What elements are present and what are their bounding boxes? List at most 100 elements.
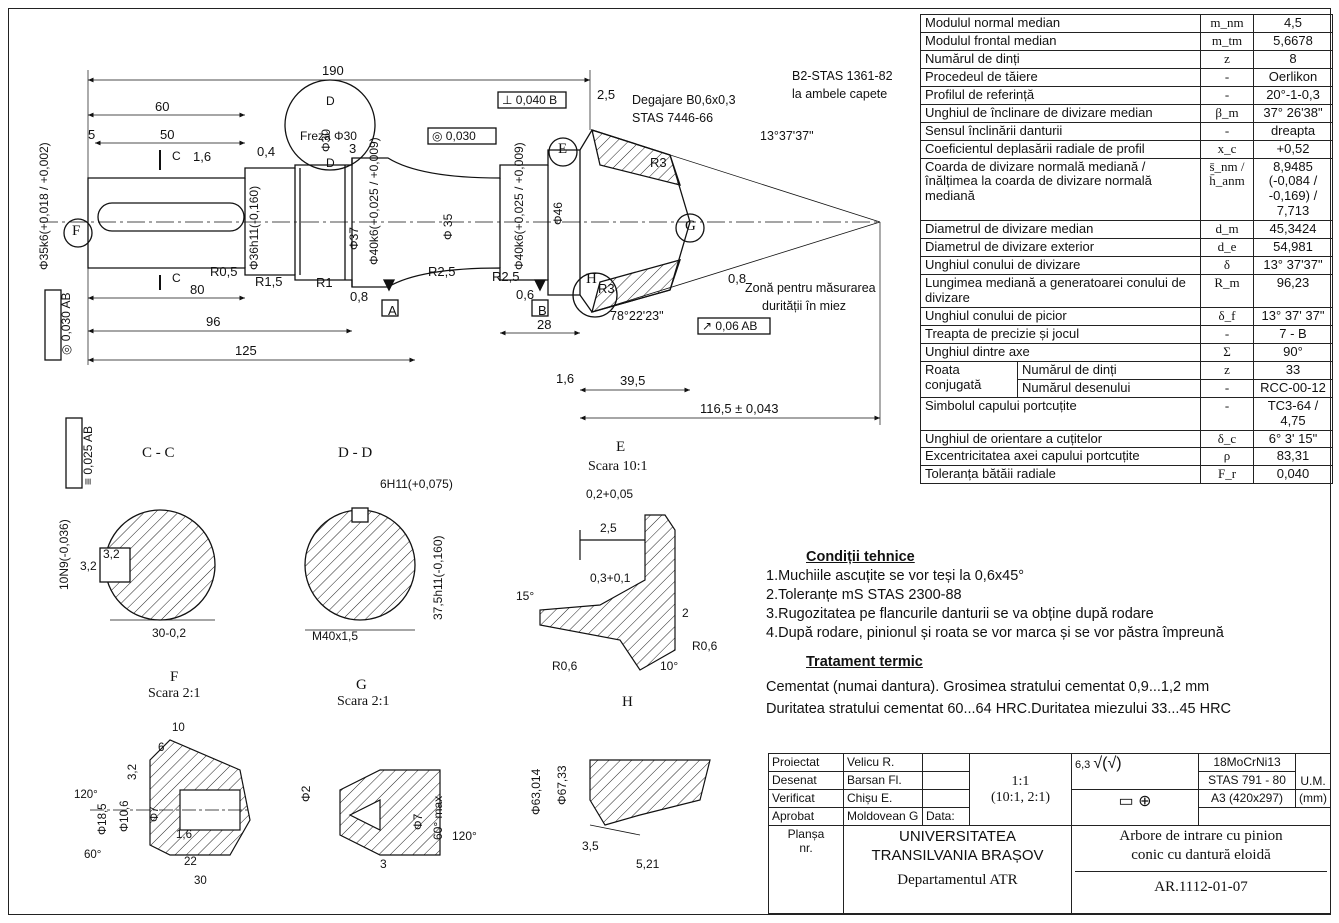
spec-row: Lungimea mediană a generatoarei conului … bbox=[920, 274, 1333, 308]
spec-value: 45,3424 bbox=[1253, 220, 1333, 240]
spec-label: Profilul de referință bbox=[920, 85, 1201, 105]
spec-label: Modulul frontal median bbox=[920, 31, 1201, 51]
dimension-label: R2,5 bbox=[492, 269, 520, 284]
frame-label: Frezà Φ30 bbox=[300, 129, 357, 143]
spec-label: Roata conjugată bbox=[920, 360, 1018, 398]
spec-value: RCC-00-12 bbox=[1253, 378, 1333, 398]
callout-label: 78°22'23" bbox=[610, 309, 664, 323]
spec-label: Lungimea mediană a generatoarei conului … bbox=[920, 274, 1201, 308]
section-dimension: 3,2 bbox=[80, 559, 97, 573]
section-dimension: 10° bbox=[660, 659, 679, 673]
spec-symbol: z bbox=[1200, 49, 1254, 69]
spec-row: Sensul înclinării danturii-dreapta bbox=[920, 121, 1333, 141]
section-title: D - D bbox=[338, 445, 373, 461]
name-aprobat: Moldovean G bbox=[843, 807, 923, 826]
callout-label: durității în miez bbox=[762, 299, 847, 313]
dimension-label: 28 bbox=[537, 317, 552, 332]
callout-label: STAS 7446-66 bbox=[632, 111, 714, 125]
tech-item-3: 3.Rugozitatea pe flancurile danturii se … bbox=[766, 606, 1154, 622]
section-dimension: 6 bbox=[158, 742, 165, 754]
spec-value: dreapta bbox=[1253, 121, 1333, 141]
spec-symbol: δ_c bbox=[1200, 429, 1254, 449]
paper-format: A3 (420x297) bbox=[1198, 789, 1296, 808]
callout-label: B2-STAS 1361-82 bbox=[792, 69, 893, 83]
tech-conditions-title: Condiții tehnice bbox=[806, 549, 915, 565]
tech-item-1: 1.Muchiile ascuțite se vor teși la 0,6x4… bbox=[766, 568, 1025, 584]
spec-value: 4,5 bbox=[1253, 14, 1333, 33]
spec-row: Profilul de referință-20°-1-0,3 bbox=[920, 85, 1333, 105]
section-dimension: M40x1,5 bbox=[312, 629, 359, 643]
dimension-label: 1,6 bbox=[193, 149, 212, 164]
section-dimension: 3,5 bbox=[582, 839, 599, 853]
dimension-label: 0,8 bbox=[728, 271, 747, 286]
section-dimension: 6H11(+0,075) bbox=[380, 477, 453, 491]
spec-symbol: - bbox=[1200, 396, 1254, 431]
section-dimension: R0,6 bbox=[692, 639, 718, 653]
spec-symbol: β_m bbox=[1200, 103, 1254, 123]
frame-label: D bbox=[326, 156, 335, 170]
spec-symbol: ρ bbox=[1200, 447, 1254, 467]
dimension-label: 0,8 bbox=[350, 289, 369, 304]
spec-label: Unghiul de orientare a cuțitelor bbox=[920, 429, 1201, 449]
spec-value: 5,6678 bbox=[1253, 31, 1333, 51]
sheet-label: Planșa bbox=[787, 827, 825, 841]
spec-row: Treapta de precizie și jocul-7 - B bbox=[920, 324, 1333, 344]
frame-label: C bbox=[172, 271, 181, 285]
tolerance-frame: ◎ 0,030 AB bbox=[59, 292, 73, 355]
university-line-1: UNIVERSITATEA bbox=[899, 828, 1016, 845]
spec-row: Numărul desenului-RCC-00-12 bbox=[921, 378, 1333, 398]
section-scale: Scara 2:1 bbox=[148, 686, 201, 701]
section-dimension: 15° bbox=[516, 589, 535, 603]
spec-row: Simbolul capului portcuțite-TC3-64 / 4,7… bbox=[920, 396, 1333, 431]
section-scale: Scara 2:1 bbox=[337, 694, 390, 709]
role-verificat: Verificat bbox=[768, 789, 844, 808]
dimension-label: 0,4 bbox=[257, 144, 276, 159]
role-proiectat: Proiectat bbox=[768, 753, 844, 772]
callout-label: la ambele capete bbox=[792, 87, 888, 101]
tech-item-4: 4.După rodare, pinionul și roata se vor … bbox=[766, 625, 1224, 641]
section-dimension: 22 bbox=[184, 856, 197, 868]
spec-label: Diametrul de divizare median bbox=[920, 220, 1201, 240]
dimension-label: 96 bbox=[206, 314, 221, 329]
role-desenat: Desenat bbox=[768, 771, 844, 790]
date-label: Data: bbox=[922, 807, 970, 826]
spec-row: Procedeul de tăiere-Oerlikon bbox=[920, 67, 1333, 87]
heat-treatment-title: Tratament termic bbox=[806, 654, 923, 670]
part-name-line-2: conic cu dantură eloidă bbox=[1131, 847, 1271, 863]
scale-main: 1:1 bbox=[1011, 773, 1030, 789]
heat-item-2: Duritatea stratului cementat 60...64 HRC… bbox=[766, 701, 1232, 717]
spec-value: 7 - B bbox=[1253, 324, 1333, 344]
projection-symbol-icon: ▭ ⊕ bbox=[1071, 789, 1199, 826]
dimension-label: 116,5 ± 0,043 bbox=[700, 401, 779, 416]
section-title: H bbox=[622, 694, 633, 710]
section-dimension: 1,6 bbox=[176, 829, 192, 841]
section-dimension: 120° bbox=[74, 789, 98, 801]
spec-row: Coeficientul deplasării radiale de profi… bbox=[920, 139, 1333, 159]
section-dimension: Φ7 bbox=[149, 806, 161, 822]
spec-label: Numărul desenului bbox=[1017, 378, 1201, 398]
section-dimension: Φ67,33 bbox=[555, 765, 569, 805]
detail-letter: G bbox=[685, 218, 696, 234]
dimension-label: 190 bbox=[322, 63, 344, 78]
section-dimension: 37,5h11(-0,160) bbox=[431, 535, 445, 620]
spec-label: Unghiul dintre axe bbox=[920, 342, 1201, 362]
section-dimension: 2,5 bbox=[600, 521, 617, 535]
spec-symbol: d_e bbox=[1200, 238, 1254, 258]
section-dimension: 30-0,2 bbox=[152, 626, 187, 640]
dimension-label: R1 bbox=[316, 275, 333, 290]
section-dimension: 10N9(-0,036) bbox=[57, 519, 71, 590]
section-dimension: 3 bbox=[380, 857, 387, 871]
spec-label: Numărul de dinți bbox=[920, 49, 1201, 69]
dimension-label: R3 bbox=[650, 155, 667, 170]
section-scale: Scara 10:1 bbox=[588, 459, 648, 474]
spec-symbol: z bbox=[1200, 360, 1254, 380]
tolerance-frame: ⊥ 0,040 B bbox=[502, 93, 558, 107]
spec-symbol: s̄_nm / h̄_anm bbox=[1200, 157, 1254, 222]
diameter-label: Φ36h11(-0,160) bbox=[247, 185, 261, 270]
detail-letter: H bbox=[586, 271, 597, 287]
